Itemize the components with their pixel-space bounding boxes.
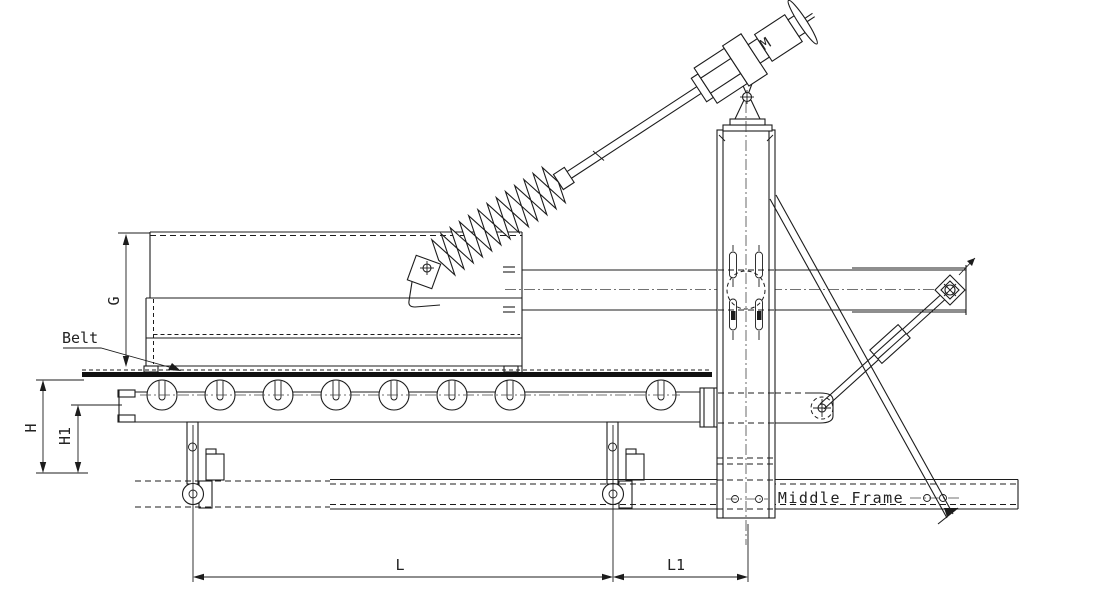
travel-legs [181, 421, 645, 509]
dimension-H: H [22, 379, 88, 474]
idler-rollers [140, 379, 680, 411]
handwheel [787, 0, 818, 45]
dimension-H1: H1 [56, 404, 122, 473]
turnbuckle [869, 323, 911, 365]
roller-stems [158, 381, 665, 401]
adjustment-slots [729, 245, 763, 340]
leg-left [181, 421, 225, 509]
bellows-screw-cover [430, 165, 567, 277]
box-foot-right [503, 365, 519, 373]
tie-rod-bracket-arm [775, 392, 834, 424]
conveyor [82, 369, 719, 428]
screw-shaft [566, 85, 704, 179]
dim-G-label: G [105, 296, 123, 305]
dimension-G: G [105, 232, 150, 367]
motor-unit [690, 0, 818, 104]
rail-bolt-holes [910, 494, 960, 502]
middle-frame-rail: Middle Frame [135, 478, 1019, 510]
dimension-L1: L1 [613, 556, 748, 581]
dim-H1-label: H1 [56, 427, 74, 445]
tie-rod [819, 274, 966, 410]
diagonal-brace [769, 194, 959, 525]
dim-L1-label: L1 [667, 556, 685, 574]
plough-body-box [143, 231, 523, 373]
screw-end-bearing [934, 274, 966, 306]
dim-H-label: H [22, 423, 40, 432]
support-column [716, 80, 776, 545]
belt-label-text: Belt [62, 329, 98, 347]
dim-L-label: L [395, 556, 404, 574]
brace-tip [944, 508, 958, 517]
box-foot-left [143, 365, 159, 373]
column-cap-plate [722, 124, 773, 132]
leg-right [601, 421, 645, 509]
shaft-collar [552, 166, 575, 191]
hidden-sprocket-circle [726, 270, 766, 310]
dimension-L: L [192, 425, 749, 582]
belt-label: Belt [62, 329, 181, 371]
conveyor-belt [82, 369, 712, 377]
screw-anchor-bracket [406, 254, 442, 308]
middle-frame-label: Middle Frame [778, 489, 904, 507]
screw-actuator: M [406, 0, 818, 308]
hidden-beam-stubs [503, 266, 515, 313]
frame-right-bracket [699, 387, 719, 428]
frame-left-channel [117, 389, 136, 423]
